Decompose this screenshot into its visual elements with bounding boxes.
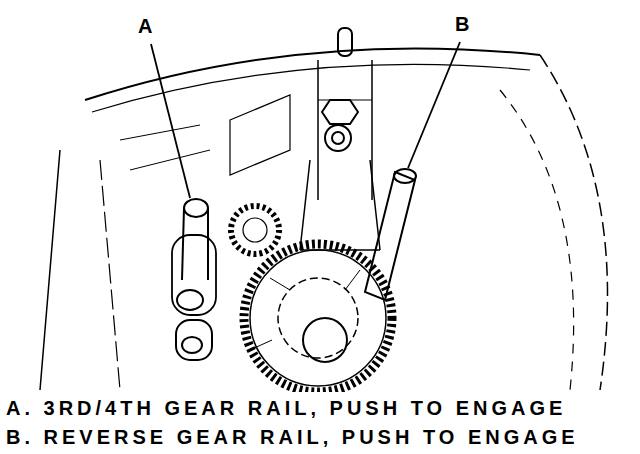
shift-fork: [300, 160, 380, 250]
main-gear: [250, 250, 386, 386]
shift-shaft: [318, 60, 372, 200]
callout-letter: A: [138, 16, 152, 36]
leader-line: [408, 42, 460, 168]
shift-pivot: [325, 125, 351, 151]
gear-rail: [182, 208, 208, 280]
shift-shaft: [338, 28, 352, 56]
lock-nut: [322, 100, 358, 124]
housing-rib: [120, 125, 210, 170]
housing-edge: [540, 55, 608, 390]
gear-rail-end: [184, 199, 208, 217]
main-gear-teeth: [244, 244, 392, 392]
gear-rail-end: [394, 169, 416, 183]
gear-rail-end: [182, 337, 202, 353]
shift-pivot: [332, 132, 344, 144]
caption-line: B. REVERSE GEAR RAIL, PUSH TO ENGAGE: [6, 427, 579, 447]
callout-letter: B: [455, 14, 469, 34]
housing-edge: [100, 160, 120, 390]
housing-edge: [40, 150, 60, 390]
rail-housing: [176, 320, 212, 360]
leader-line: [151, 44, 190, 198]
rail-housing: [172, 235, 216, 315]
gear-detail: [250, 270, 360, 350]
housing-edge: [500, 90, 574, 390]
small-gear: [231, 206, 279, 254]
shift-bracket: [230, 95, 290, 175]
small-gear: [243, 218, 267, 242]
caption-line: A. 3RD/4TH GEAR RAIL, PUSH TO ENGAGE: [6, 398, 566, 418]
gear-rail-end: [177, 290, 203, 310]
reverse-rail: [365, 172, 415, 300]
illustration-group: [40, 28, 608, 392]
gear-hub: [303, 318, 347, 362]
